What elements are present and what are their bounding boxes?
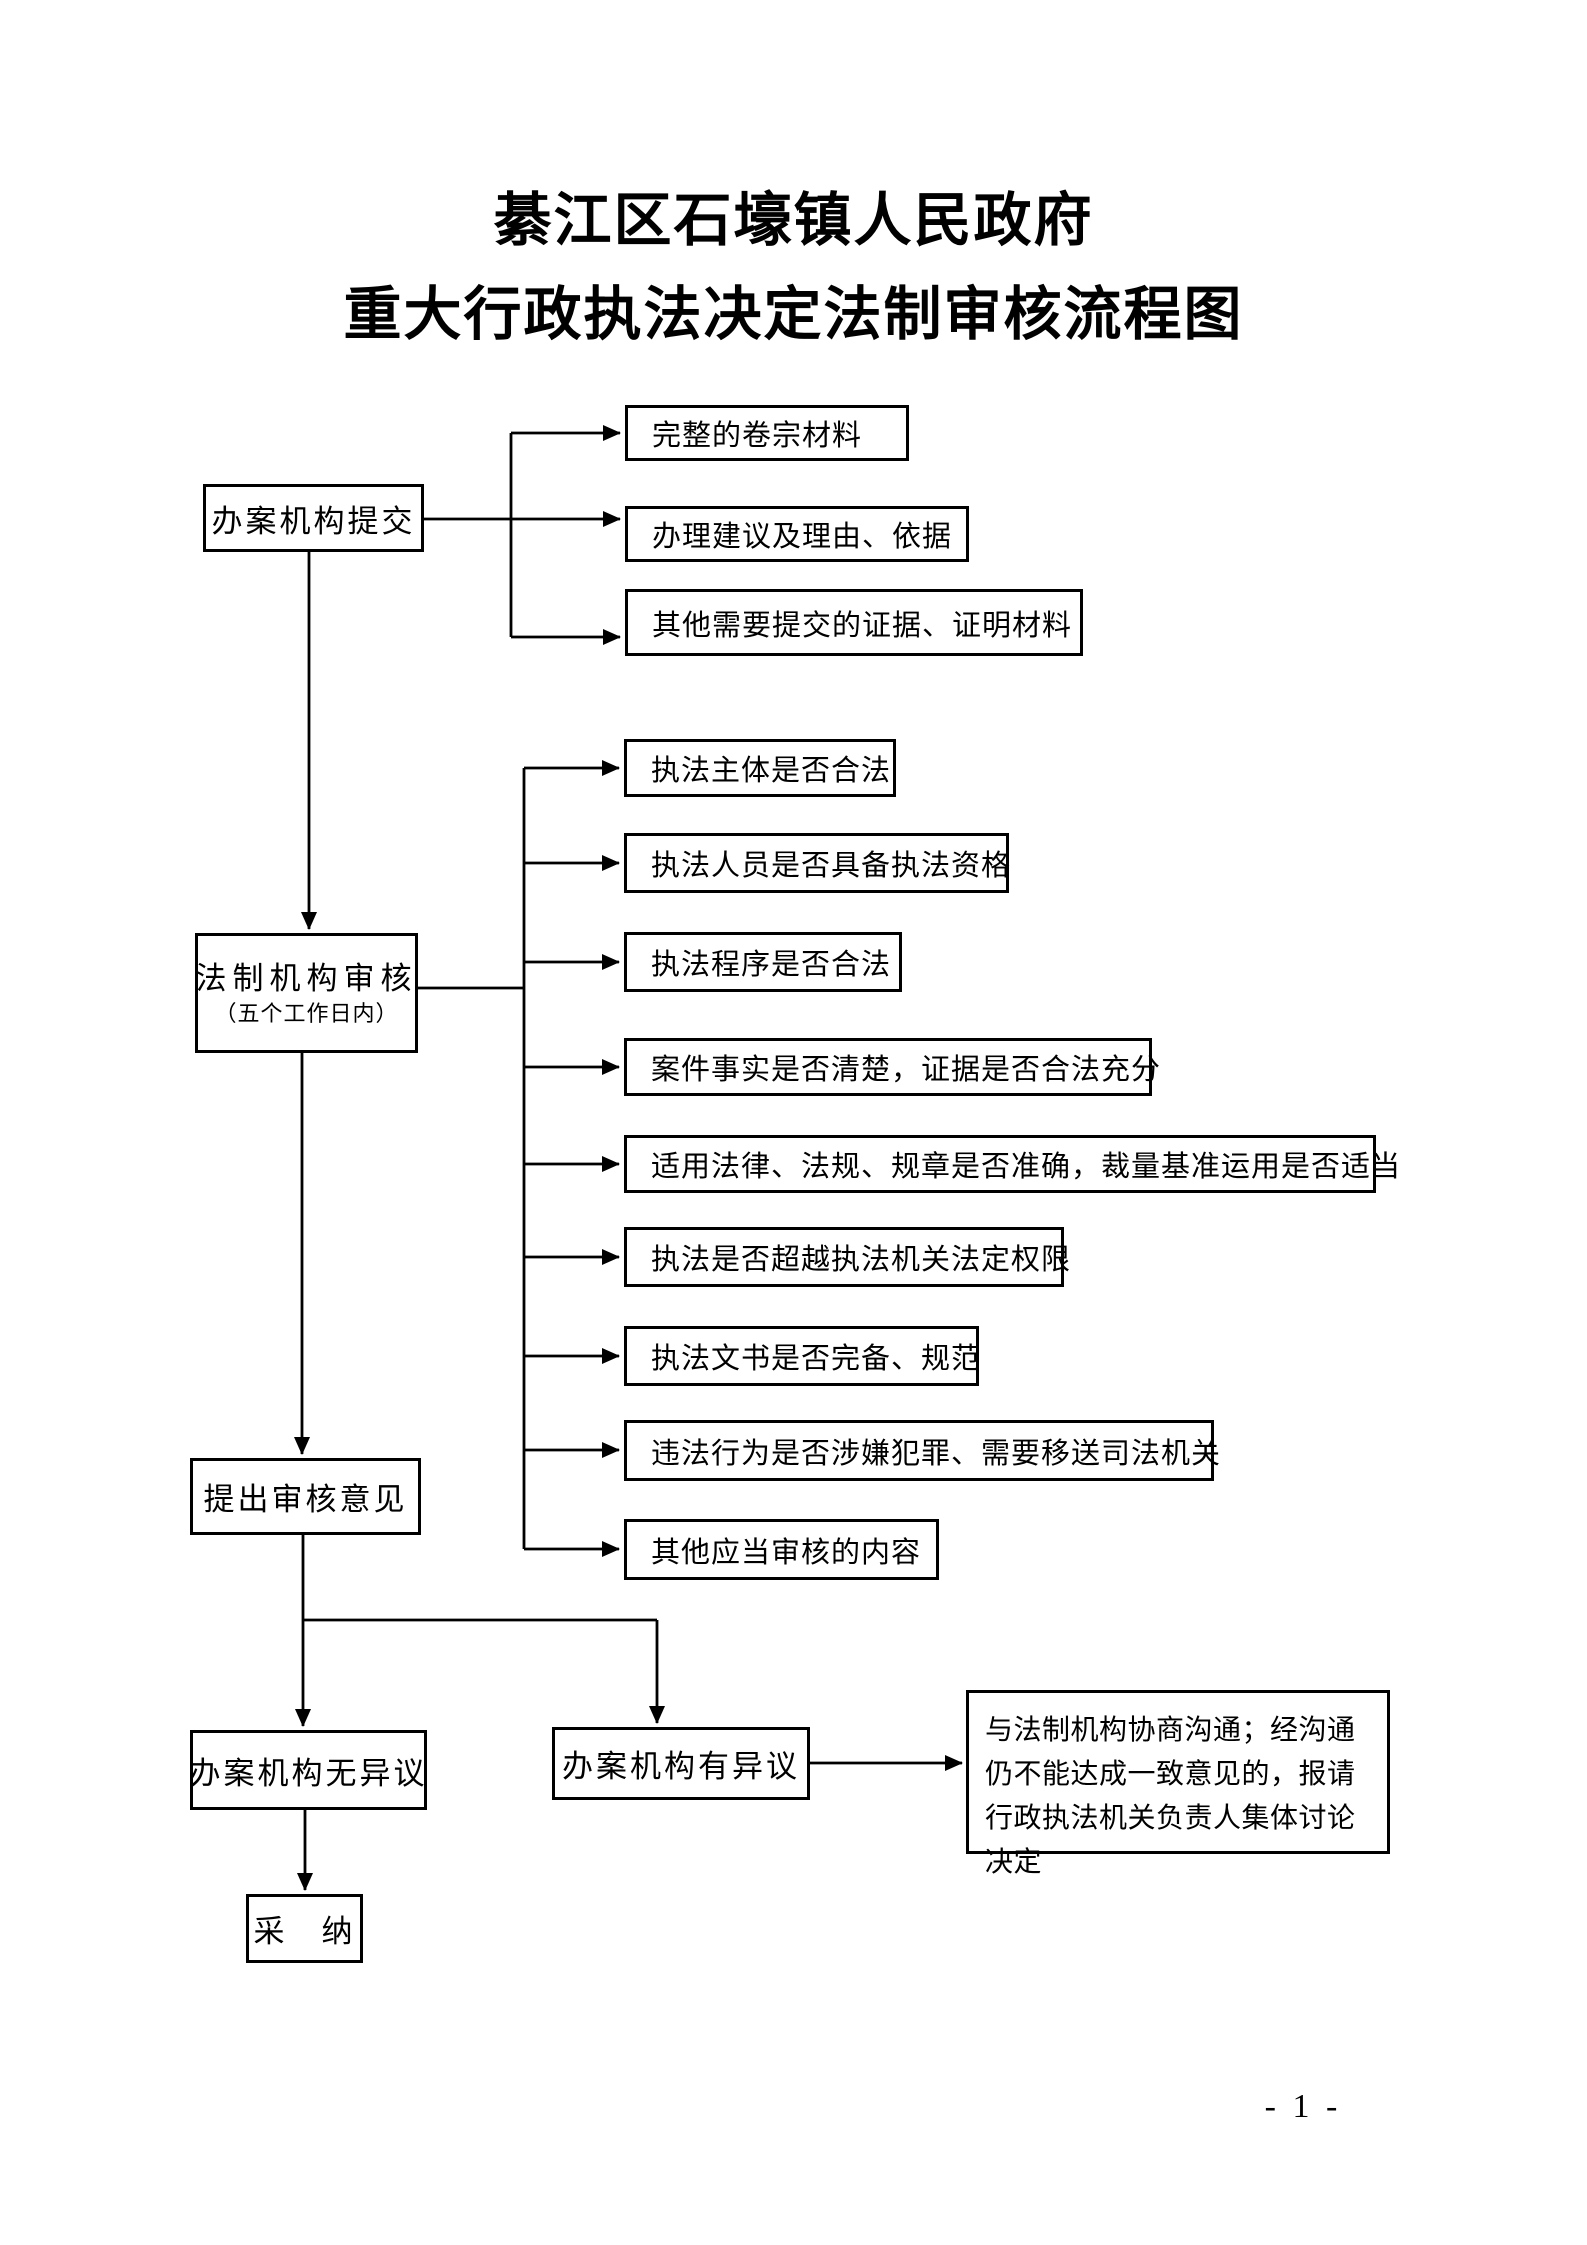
flow-node-objection: 办案机构有异议 bbox=[552, 1727, 810, 1800]
flow-node-adopt: 采 纳 bbox=[246, 1894, 363, 1963]
page-number: - 1 - bbox=[1264, 2088, 1342, 2125]
flow-node-review-label: 法制机构审核 bbox=[195, 960, 418, 996]
flow-leaf-review-item-2: 执法人员是否具备执法资格 bbox=[624, 833, 1010, 893]
document-title-line1: 綦江区石壕镇人民政府 bbox=[493, 188, 1094, 253]
flow-leaf-review-item-6: 执法是否超越执法机关法定权限 bbox=[624, 1227, 1070, 1287]
flow-node-review: 法制机构审核 （五个工作日内） bbox=[195, 933, 418, 1053]
flow-leaf-review-item-5: 适用法律、法规、规章是否准确，裁量基准运用是否适当 bbox=[624, 1135, 1400, 1193]
flow-leaf-submit-req-2: 办理建议及理由、依据 bbox=[625, 506, 969, 562]
document-title-line2: 重大行政执法决定法制审核流程图 bbox=[343, 282, 1244, 347]
flow-leaf-review-item-8: 违法行为是否涉嫌犯罪、需要移送司法机关 bbox=[624, 1420, 1220, 1481]
flow-leaf-review-item-7: 执法文书是否完备、规范 bbox=[624, 1326, 980, 1386]
flow-node-opinion: 提出审核意见 bbox=[190, 1458, 421, 1535]
flow-leaf-submit-req-1: 完整的卷宗材料 bbox=[625, 405, 909, 461]
flow-leaf-review-item-9: 其他应当审核的内容 bbox=[624, 1519, 939, 1580]
flow-leaf-review-item-1: 执法主体是否合法 bbox=[624, 739, 896, 797]
flow-leaf-review-item-3: 执法程序是否合法 bbox=[624, 932, 902, 992]
flow-node-no-objection: 办案机构无异议 bbox=[190, 1730, 427, 1810]
flow-leaf-review-item-4: 案件事实是否清楚，证据是否合法充分 bbox=[624, 1038, 1160, 1096]
flow-node-review-sublabel: （五个工作日内） bbox=[214, 1000, 399, 1026]
flow-node-submit: 办案机构提交 bbox=[203, 484, 424, 552]
flow-node-consult: 与法制机构协商沟通；经沟通仍不能达成一致意见的，报请行政执法机关负责人集体讨论决… bbox=[966, 1690, 1390, 1878]
flow-leaf-submit-req-3: 其他需要提交的证据、证明材料 bbox=[625, 589, 1083, 656]
